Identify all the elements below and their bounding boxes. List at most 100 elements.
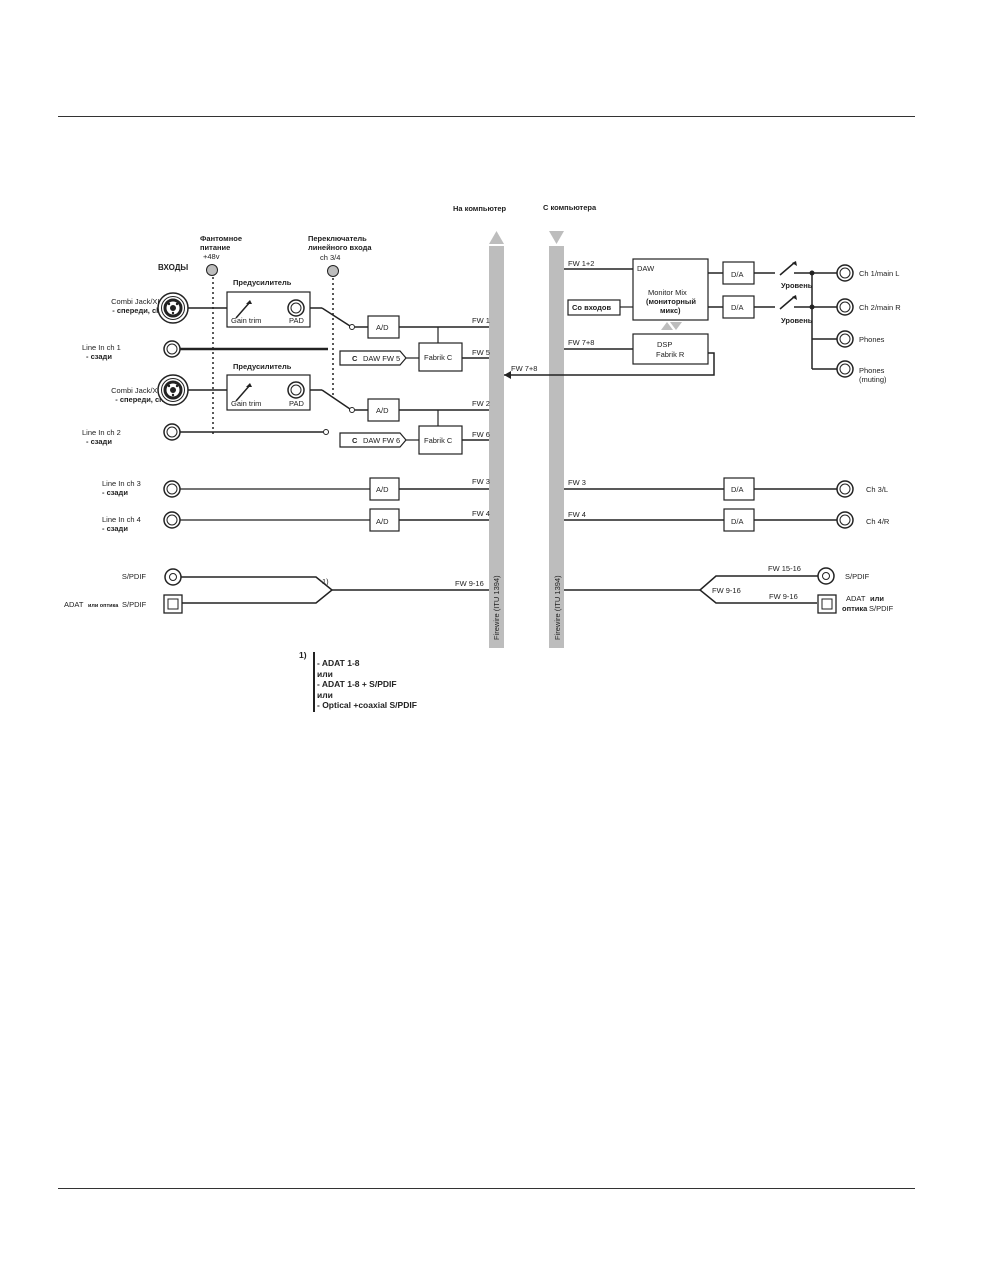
line-input-switch: Переключатель линейного входа ch 3/4 <box>308 234 372 398</box>
fabrik-c-1: C DAW FW 5 Fabrik C FW 5 <box>339 342 490 372</box>
svg-text:Ch 2/main R: Ch 2/main R <box>859 303 901 312</box>
line-in-3: Line In ch 3 - сзади A/D FW 3 <box>102 477 490 501</box>
svg-text:Fabrik C: Fabrik C <box>424 436 453 445</box>
svg-text:1): 1) <box>322 577 329 586</box>
svg-text:- сзади: - сзади <box>86 352 112 361</box>
firewire-label-out: Firewire (ITU 1394) <box>492 575 501 640</box>
svg-text:или: или <box>870 594 884 603</box>
svg-text:оптика: оптика <box>842 604 868 613</box>
footnote-line-3: - ADAT 1-8 + S/PDIF <box>317 679 397 689</box>
main-outputs: D/A Уровень D/A Уровень Ch 1/main L Ch 2… <box>708 261 901 384</box>
svg-text:микс): микс) <box>660 306 681 315</box>
svg-text:Combi Jack/XLR: Combi Jack/XLR <box>111 297 167 306</box>
svg-text:D/A: D/A <box>731 270 744 279</box>
svg-text:ADAT: ADAT <box>64 600 84 609</box>
svg-text:S/PDIF: S/PDIF <box>845 572 870 581</box>
svg-text:(muting): (muting) <box>859 375 887 384</box>
channel-2-input: Combi Jack/XLR - спереди, ch 2 Предусили… <box>111 362 490 426</box>
svg-text:Phones: Phones <box>859 335 885 344</box>
line-in-2: Line In ch 2 - сзади <box>82 423 329 446</box>
svg-text:или оптика: или оптика <box>88 603 119 609</box>
svg-text:FW 9-16: FW 9-16 <box>455 579 484 588</box>
svg-text:DAW: DAW <box>637 264 655 273</box>
svg-text:Line In ch 4: Line In ch 4 <box>102 515 141 524</box>
svg-text:FW 5: FW 5 <box>472 348 490 357</box>
svg-text:Gain trim: Gain trim <box>231 316 261 325</box>
svg-text:A/D: A/D <box>376 517 389 526</box>
svg-text:C: C <box>352 436 358 445</box>
footnote-line-2: или <box>317 669 333 679</box>
svg-text:S/PDIF: S/PDIF <box>869 604 894 613</box>
svg-text:Combi Jack/XLR: Combi Jack/XLR <box>111 386 167 395</box>
bottom-rule <box>58 1188 915 1189</box>
svg-text:Line In ch 3: Line In ch 3 <box>102 479 141 488</box>
svg-text:S/PDIF: S/PDIF <box>122 600 147 609</box>
from-computer-label: С компьютера <box>543 203 597 212</box>
svg-text:FW 7+8: FW 7+8 <box>511 364 537 373</box>
inputs-title: ВХОДЫ <box>158 263 188 272</box>
footnote-bar <box>313 652 315 712</box>
svg-text:Monitor Mix: Monitor Mix <box>648 288 687 297</box>
svg-text:Предусилитель: Предусилитель <box>233 278 292 287</box>
top-rule <box>58 116 915 117</box>
svg-text:Фантомное: Фантомное <box>200 234 242 243</box>
svg-text:D/A: D/A <box>731 517 744 526</box>
svg-text:D/A: D/A <box>731 303 744 312</box>
svg-text:DAW FW 6: DAW FW 6 <box>363 436 400 445</box>
svg-text:A/D: A/D <box>376 323 389 332</box>
svg-text:FW 3: FW 3 <box>472 477 490 486</box>
svg-text:питание: питание <box>200 243 230 252</box>
svg-text:Gain trim: Gain trim <box>231 399 261 408</box>
svg-text:D/A: D/A <box>731 485 744 494</box>
svg-text:ADAT: ADAT <box>846 594 866 603</box>
svg-text:- сзади: - сзади <box>102 488 128 497</box>
svg-text:Уровень: Уровень <box>781 316 813 325</box>
svg-text:Предусилитель: Предусилитель <box>233 362 292 371</box>
firewire-bus-in: Firewire (ITU 1394) <box>549 231 564 648</box>
svg-text:FW 9-16: FW 9-16 <box>712 586 741 595</box>
svg-text:FW 4: FW 4 <box>568 510 586 519</box>
svg-text:Ch 4/R: Ch 4/R <box>866 517 890 526</box>
svg-text:A/D: A/D <box>376 406 389 415</box>
svg-text:FW 6: FW 6 <box>472 430 490 439</box>
svg-text:Fabrik C: Fabrik C <box>424 353 453 362</box>
svg-text:Ch 1/main L: Ch 1/main L <box>859 269 899 278</box>
svg-text:FW 3: FW 3 <box>568 478 586 487</box>
svg-text:S/PDIF: S/PDIF <box>122 572 147 581</box>
svg-text:PAD: PAD <box>289 316 304 325</box>
svg-text:Со входов: Со входов <box>572 303 612 312</box>
svg-text:Уровень: Уровень <box>781 281 813 290</box>
line-in-4: Line In ch 4 - сзади A/D FW 4 <box>102 508 490 533</box>
svg-text:A/D: A/D <box>376 485 389 494</box>
footnote-line-1: - ADAT 1-8 <box>317 658 360 668</box>
fabrik-c-2: C DAW FW 6 Fabrik C FW 6 <box>339 425 490 455</box>
svg-text:- спереди, ch 1: - спереди, ch 1 <box>112 306 167 315</box>
line-outputs: FW 3 D/A Ch 3/L FW 4 D/A Ch 4/R <box>564 477 890 532</box>
svg-text:FW 1: FW 1 <box>472 316 490 325</box>
svg-text:DSP: DSP <box>657 340 672 349</box>
phantom-power: Фантомное питание +48v <box>200 234 242 436</box>
svg-text:Ch 3/L: Ch 3/L <box>866 485 888 494</box>
svg-text:Line In ch 1: Line In ch 1 <box>82 343 121 352</box>
firewire-bus-out: Firewire (ITU 1394) <box>489 231 504 648</box>
svg-text:Line In ch 2: Line In ch 2 <box>82 428 121 437</box>
svg-text:FW 1+2: FW 1+2 <box>568 259 594 268</box>
svg-text:FW 7+8: FW 7+8 <box>568 338 594 347</box>
monitor-mix-section: FW 1+2 DAW Monitor Mix (мониторный микс)… <box>504 258 715 379</box>
channel-1-input: Combi Jack/XLR - спереди, ch 1 Предусили… <box>111 278 490 343</box>
svg-text:FW 2: FW 2 <box>472 399 490 408</box>
svg-text:Переключатель: Переключатель <box>308 234 367 243</box>
svg-text:ch 3/4: ch 3/4 <box>320 253 340 262</box>
svg-text:PAD: PAD <box>289 399 304 408</box>
to-computer-label: На компьютер <box>453 204 507 213</box>
footnote-line-4: или <box>317 690 333 700</box>
svg-text:FW 9-16: FW 9-16 <box>769 592 798 601</box>
digital-outputs: FW 15-16 FW 9-16 FW 9-16 S/PDIF ADAT или… <box>564 564 894 614</box>
svg-text:C: C <box>352 354 358 363</box>
svg-text:(мониторный: (мониторный <box>646 297 696 306</box>
footnote-number: 1) <box>299 650 307 660</box>
line-in-1: Line In ch 1 - сзади <box>82 340 328 361</box>
svg-text:FW 15-16: FW 15-16 <box>768 564 801 573</box>
svg-text:Fabrik R: Fabrik R <box>656 350 685 359</box>
